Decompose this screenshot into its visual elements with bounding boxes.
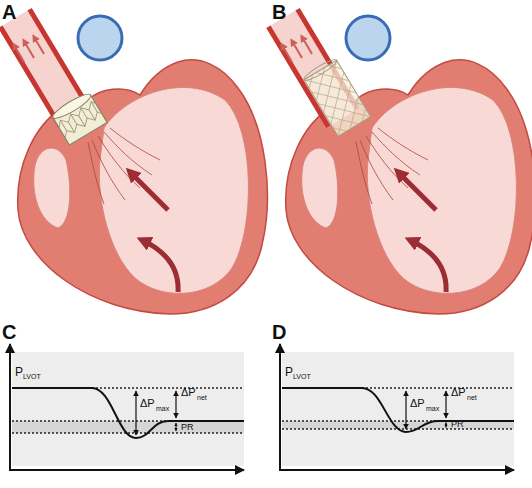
gradient-label: ΔP xyxy=(410,398,425,409)
recovery-label: PR xyxy=(451,420,464,429)
self-expanding-valve xyxy=(302,57,371,137)
pressure-graph xyxy=(9,344,244,471)
panel-letter: A xyxy=(2,2,16,22)
heart-illustration xyxy=(0,9,267,314)
pressure-symbol: P xyxy=(285,366,293,378)
subscript: LVOT xyxy=(23,373,41,380)
heart-illustration xyxy=(268,9,532,314)
subscript: max xyxy=(426,405,439,412)
pressure-graph xyxy=(279,344,514,471)
panel-letter: B xyxy=(272,2,286,22)
gradient-label: ΔP xyxy=(451,387,466,398)
panel-letter: D xyxy=(272,322,286,342)
recovery-label: PR xyxy=(181,423,194,432)
subscript: LVOT xyxy=(293,373,311,380)
subscript: max xyxy=(156,405,169,412)
subscript: net xyxy=(197,394,207,401)
panel-letter: C xyxy=(2,322,16,342)
gradient-label: ΔP xyxy=(140,398,155,409)
subscript: net xyxy=(467,394,477,401)
balloon-expandable-valve xyxy=(50,91,107,145)
gradient-label: ΔP xyxy=(181,387,196,398)
pressure-symbol: P xyxy=(15,366,23,378)
